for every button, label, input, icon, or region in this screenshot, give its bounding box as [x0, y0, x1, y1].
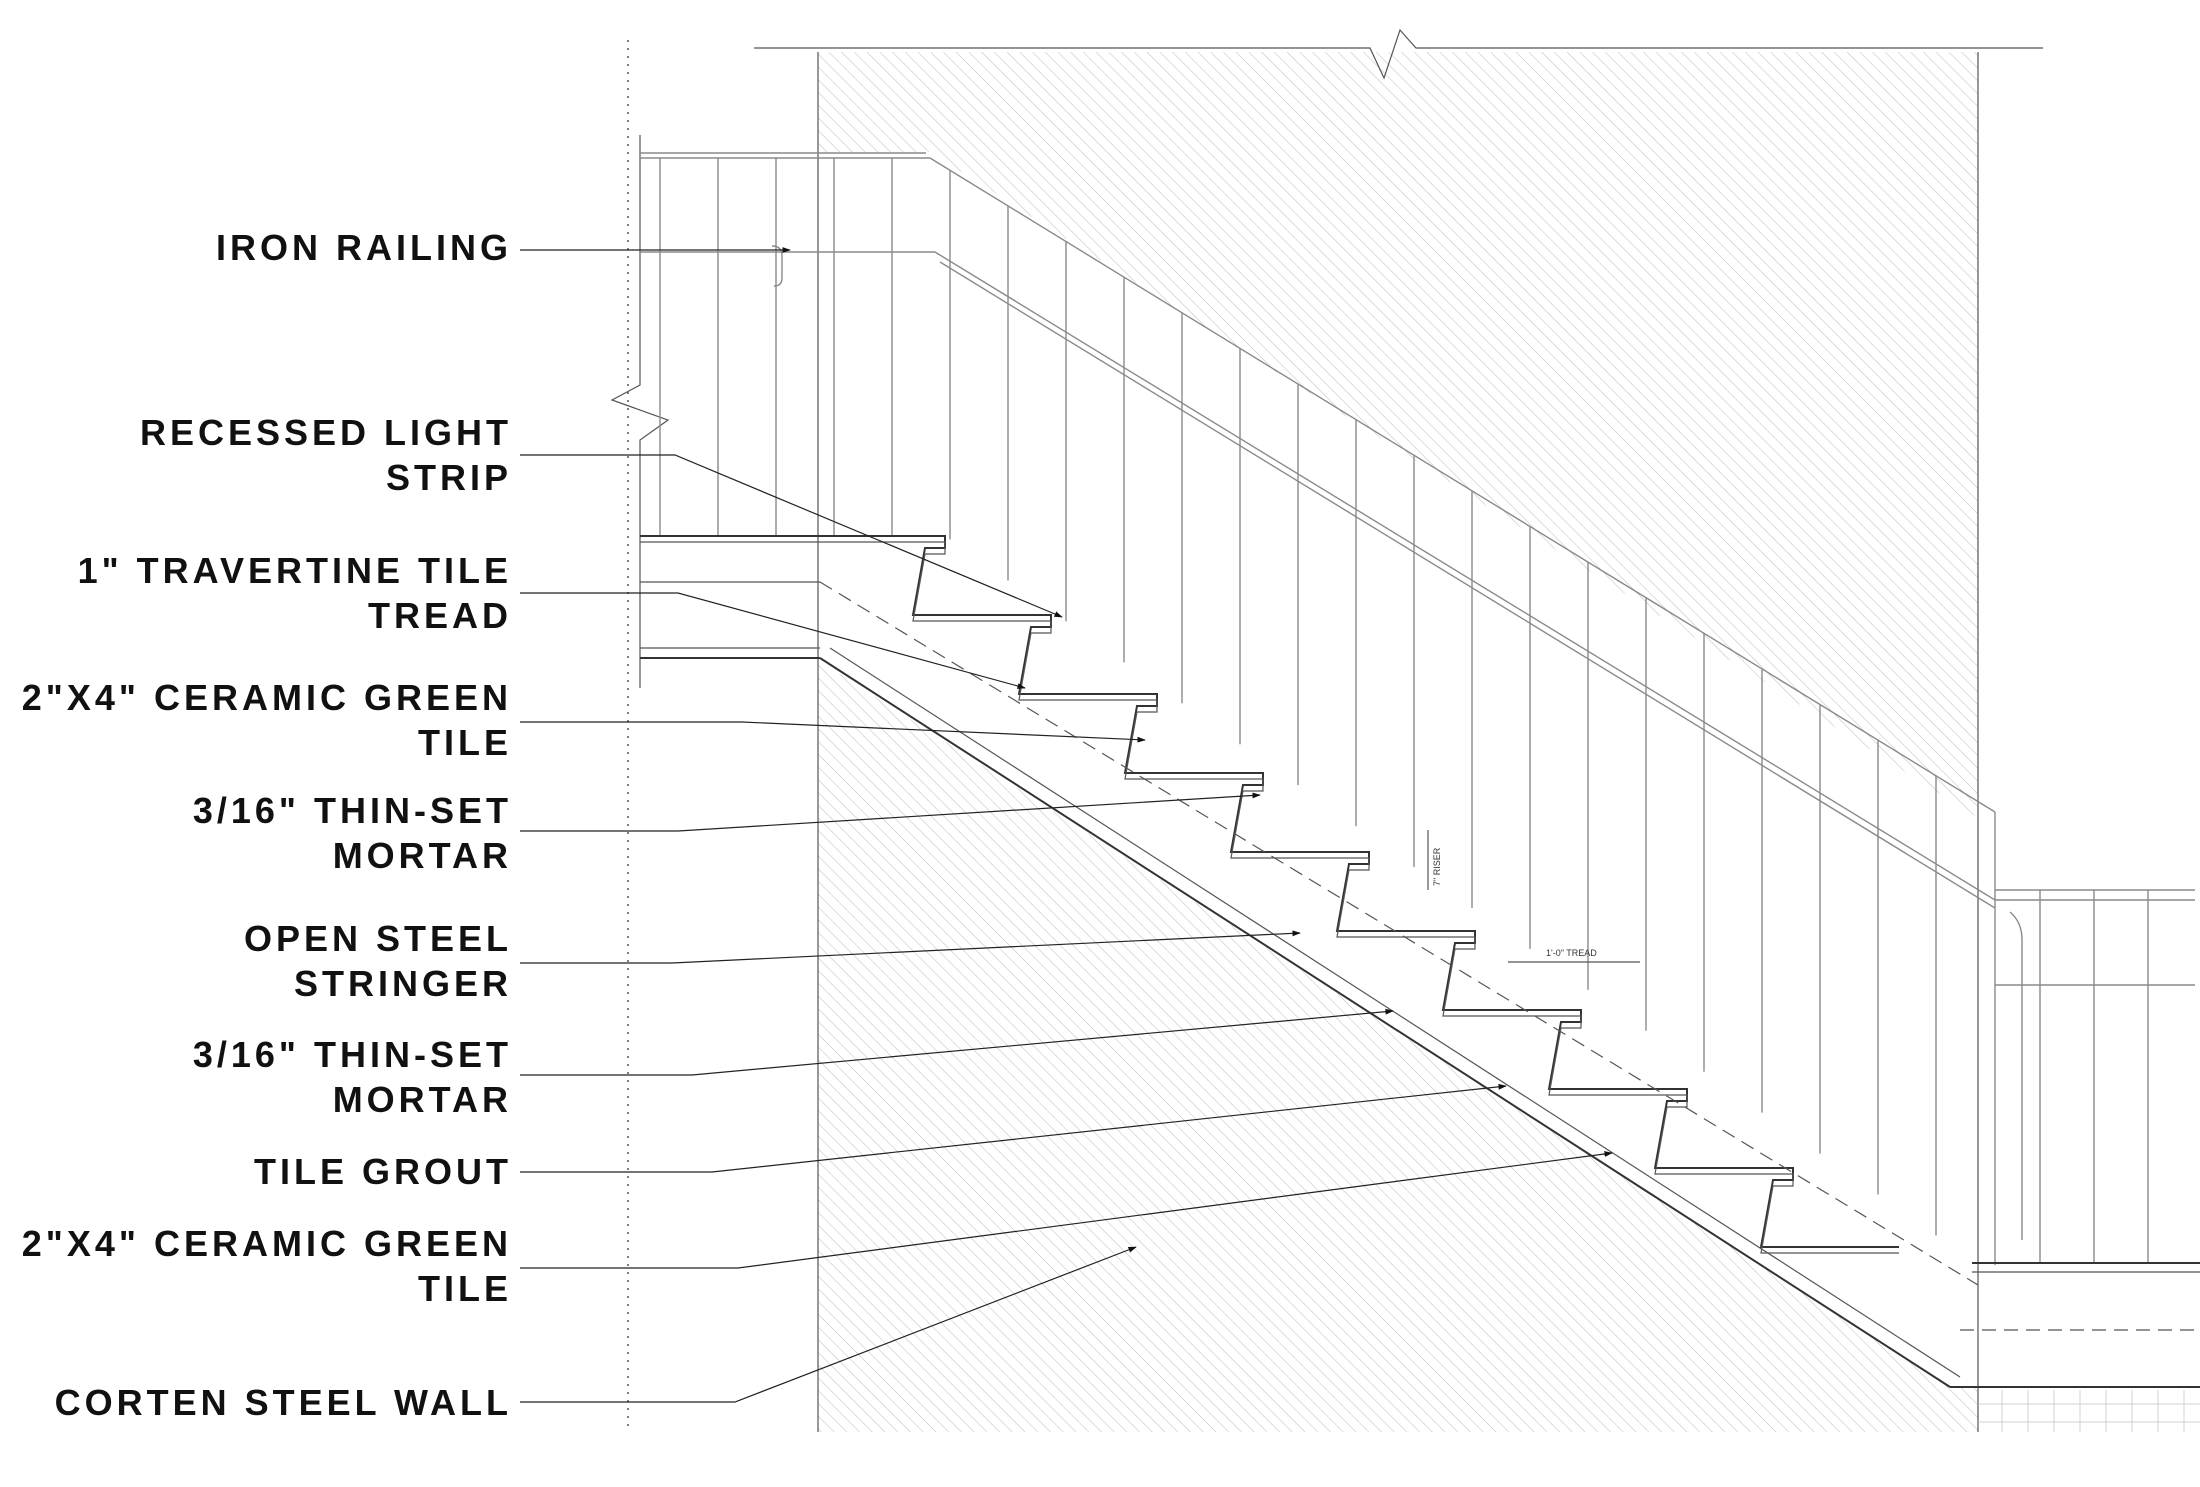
leader-arrow [520, 454, 1063, 618]
callout-label: 1" TRAVERTINE TILE [78, 550, 512, 591]
leader-arrow [520, 1083, 1507, 1173]
top-break-line [754, 28, 2043, 80]
callout-label: IRON RAILING [216, 227, 512, 268]
corten-steel-wall-hatch [817, 52, 1979, 1432]
callout-label: 3/16" THIN-SET [193, 790, 512, 831]
iron-railing-drawing [640, 152, 2195, 1265]
callout-label: TREAD [368, 595, 512, 636]
leader-arrow [520, 1246, 1137, 1403]
callout-label: CORTEN STEEL WALL [55, 1382, 512, 1423]
callout-label: 3/16" THIN-SET [193, 1034, 512, 1075]
callout-corten-steel-wall: CORTEN STEEL WALL [55, 1246, 1137, 1423]
leader-arrow [520, 930, 1301, 964]
stair-structure [640, 535, 2200, 1432]
callout-label: STRIP [386, 457, 512, 498]
callout-label: STRINGER [294, 963, 512, 1004]
leader-arrow [520, 592, 1026, 689]
callout-iron-railing: IRON RAILING [216, 227, 791, 268]
callout-label: MORTAR [333, 1079, 512, 1120]
riser-dimension-label: 7" RISER [1432, 847, 1442, 886]
leader-arrow [520, 721, 1146, 743]
callout-tile-grout: TILE GROUT [254, 1083, 1507, 1192]
leader-arrow [520, 792, 1261, 832]
callout-label: TILE GROUT [254, 1151, 512, 1192]
tread-dimension: 1'-0" TREAD [1508, 948, 1640, 963]
leader-arrow [520, 1008, 1394, 1076]
callout-label: TILE [418, 1268, 512, 1309]
callout-label: 2"X4" CERAMIC GREEN [22, 1223, 512, 1264]
riser-dimension: 7" RISER [1427, 830, 1442, 890]
tread-dimension-label: 1'-0" TREAD [1546, 948, 1597, 958]
callout-label: MORTAR [333, 835, 512, 876]
callout-label: 2"X4" CERAMIC GREEN [22, 677, 512, 718]
callout-label: RECESSED LIGHT [140, 412, 512, 453]
callout-label: TILE [418, 722, 512, 763]
leader-arrow [520, 1151, 1613, 1269]
callout-label: OPEN STEEL [244, 918, 512, 959]
left-section-line [610, 40, 670, 1432]
